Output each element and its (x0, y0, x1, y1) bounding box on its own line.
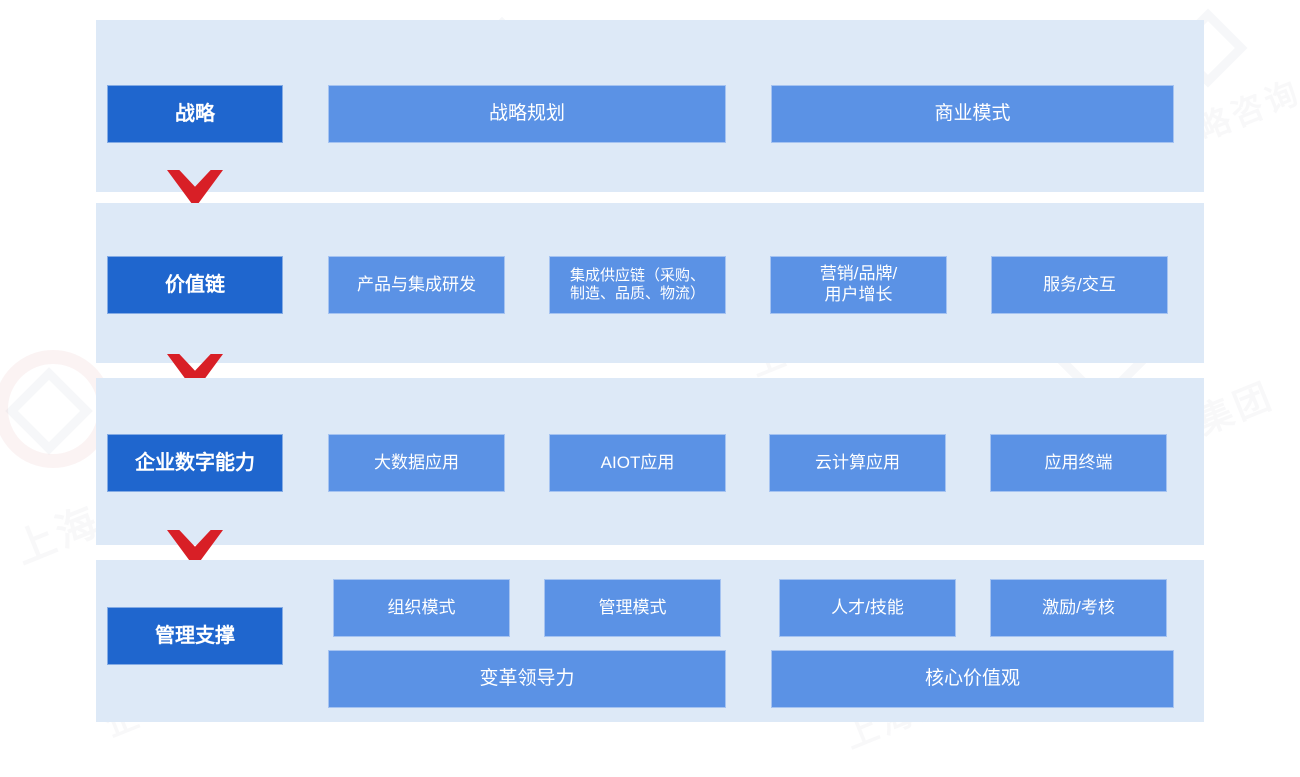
digital-capability-item-big-data[interactable]: 大数据应用 (328, 434, 505, 492)
management-support-item-talent-skills[interactable]: 人才/技能 (779, 579, 956, 637)
strategy-item-business-model[interactable]: 商业模式 (771, 85, 1174, 143)
value-chain-item-product-rd[interactable]: 产品与集成研发 (328, 256, 505, 314)
row-label-strategy[interactable]: 战略 (107, 85, 283, 143)
value-chain-item-supply-chain[interactable]: 集成供应链（采购、 制造、品质、物流） (549, 256, 726, 314)
watermark-diamond-left (5, 367, 93, 455)
row-label-value-chain[interactable]: 价值链 (107, 256, 283, 314)
digital-capability-item-terminal[interactable]: 应用终端 (990, 434, 1167, 492)
management-support-item-core-values[interactable]: 核心价值观 (771, 650, 1174, 708)
row-label-digital-capability[interactable]: 企业数字能力 (107, 434, 283, 492)
value-chain-item-service-interaction[interactable]: 服务/交互 (991, 256, 1168, 314)
digital-capability-item-aiot[interactable]: AIOT应用 (549, 434, 726, 492)
management-support-item-org-model[interactable]: 组织模式 (333, 579, 510, 637)
management-support-item-mgmt-model[interactable]: 管理模式 (544, 579, 721, 637)
row-label-management-support[interactable]: 管理支撑 (107, 607, 283, 665)
management-support-item-change-leadership[interactable]: 变革领导力 (328, 650, 726, 708)
value-chain-item-marketing-growth[interactable]: 营销/品牌/ 用户增长 (770, 256, 947, 314)
management-support-item-incentive-review[interactable]: 激励/考核 (990, 579, 1167, 637)
digital-capability-item-cloud[interactable]: 云计算应用 (769, 434, 946, 492)
strategy-item-strategic-planning[interactable]: 战略规划 (328, 85, 726, 143)
